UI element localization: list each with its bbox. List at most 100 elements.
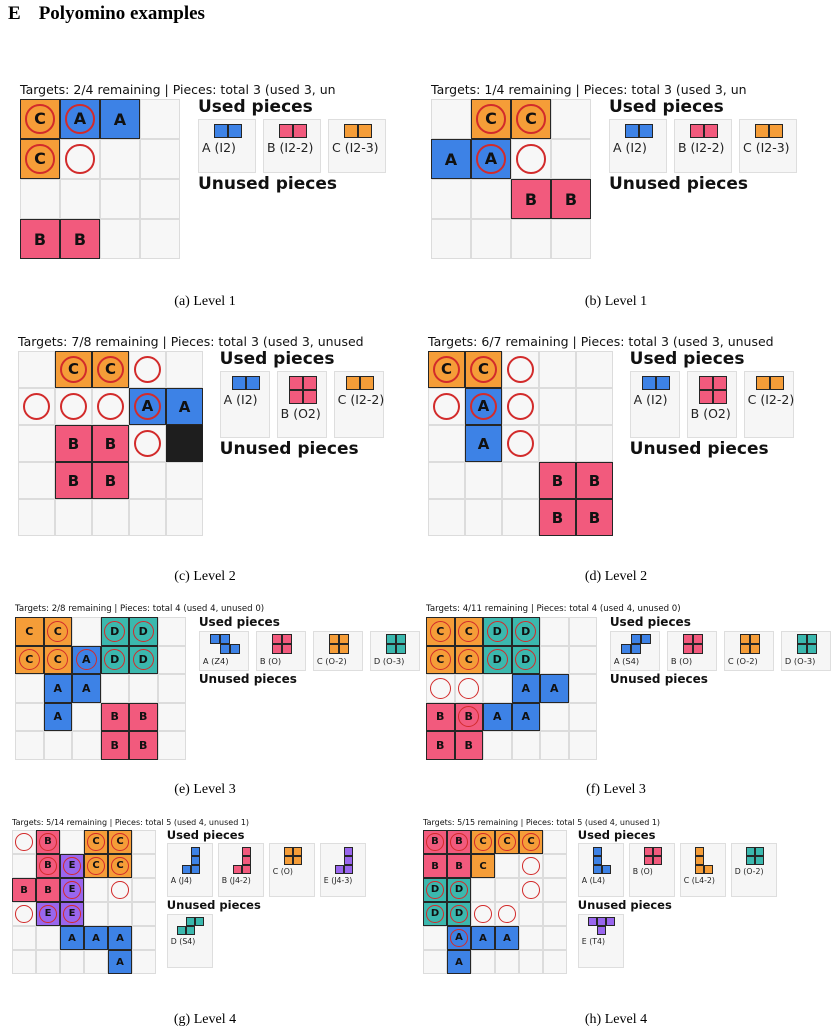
piece-shape (592, 846, 611, 874)
board-cell (12, 830, 36, 854)
piece-shape-cell (395, 634, 406, 645)
target-ring-icon: C (96, 355, 125, 384)
board-cell (543, 830, 567, 854)
board-cell (539, 351, 576, 388)
piece-shape-cell (302, 376, 317, 391)
piece-label: C (I2-2) (747, 392, 795, 408)
piece-cell: B (539, 499, 576, 536)
piece-shape-cell (293, 124, 307, 139)
target-ring-icon: A (476, 144, 506, 174)
target-ring-icon: E (63, 881, 81, 899)
board-cell (15, 731, 44, 760)
board-cell (132, 854, 156, 878)
piece-letter: E (68, 884, 76, 896)
piece-card: C (I2-2) (743, 371, 795, 439)
piece-letter: A (68, 932, 76, 944)
board-cell (495, 878, 519, 902)
target-ring-icon: B (39, 833, 57, 851)
subfigure-caption: (d) Level 2 (584, 569, 648, 584)
board-cell (495, 854, 519, 878)
target-ring-icon: A (469, 392, 498, 421)
piece-letter: C (527, 836, 535, 848)
piece-shape-cell (712, 390, 727, 405)
piece-cell: C (84, 830, 108, 854)
piece-letter: B (588, 508, 601, 527)
piece-cell: A (483, 702, 512, 731)
piece-card: A (S4) (609, 630, 660, 671)
piece-letter: B (44, 836, 52, 848)
target-ring-icon: C (47, 620, 69, 642)
board-cell (92, 499, 129, 536)
puzzle-panel: Targets: 5/14 remaining | Pieces: total … (12, 818, 394, 978)
piece-shape (334, 846, 353, 874)
target-ring-icon (429, 677, 451, 699)
puzzle-panel: Targets: 2/8 remaining | Pieces: total 4… (15, 604, 420, 764)
target-ring-icon: D (132, 649, 154, 671)
piece-shape-cell (281, 634, 292, 645)
piece-shape-cell (228, 124, 242, 139)
piece-cell: A (72, 645, 101, 674)
piece-cell: C (92, 351, 129, 388)
target-ring-icon (15, 905, 33, 923)
piece-shape-cell (643, 855, 653, 865)
board-cell (568, 674, 597, 703)
piece-label: C (O-2) (727, 656, 758, 667)
target-ring-icon: D (104, 620, 126, 642)
board-cell (100, 179, 140, 219)
piece-shape (279, 124, 307, 139)
piece-letter: B (44, 860, 52, 872)
piece-cell: B (55, 425, 92, 462)
piece-letter: C (92, 836, 100, 848)
piece-letter: D (138, 624, 148, 638)
piece-card: A (I2) (629, 371, 680, 439)
piece-shape (214, 124, 242, 139)
piece-label: A (I2) (223, 392, 258, 408)
board-cell (502, 462, 539, 499)
piece-shape-cell (271, 644, 282, 655)
board-cell (108, 902, 132, 926)
piece-cell: A (84, 926, 108, 950)
piece-cell: B (539, 462, 576, 499)
board-cell (471, 179, 511, 219)
target-ring-icon: C (469, 355, 498, 384)
piece-shape (641, 376, 670, 391)
piece-shape-cell (345, 376, 360, 391)
piece-shape-cell (652, 855, 662, 865)
piece-card: B (O2) (276, 371, 327, 439)
piece-label: E (T4) (581, 937, 606, 947)
piece-label: B (O) (632, 866, 653, 876)
board-cell (502, 388, 539, 425)
target-ring-icon: A (75, 649, 97, 671)
target-ring-icon: C (516, 104, 546, 134)
piece-letter: B (431, 836, 439, 848)
board-cell (132, 902, 156, 926)
target-ring-icon: D (450, 905, 468, 923)
piece-card: B (O2) (686, 371, 737, 439)
piece-letter: A (477, 397, 490, 416)
board-cell (431, 219, 471, 259)
puzzle-panel: Targets: 7/8 remaining | Pieces: total 3… (18, 334, 390, 540)
piece-label: B (O) (670, 656, 693, 667)
board-cell (495, 902, 519, 926)
piece-letter: B (588, 471, 601, 490)
piece-letter: A (444, 149, 458, 169)
piece-shape (745, 846, 764, 865)
board-cell (511, 139, 551, 179)
used-pieces-heading: Used pieces (609, 615, 691, 629)
piece-cell: A (100, 99, 140, 139)
target-ring-icon: C (87, 833, 105, 851)
piece-shape-cell (630, 634, 641, 645)
board-cell (18, 388, 55, 425)
piece-cell: E (60, 854, 84, 878)
piece-letter: B (455, 836, 463, 848)
subfigure-caption: (g) Level 4 (173, 1012, 237, 1027)
piece-shape (288, 376, 317, 405)
target-ring-icon: B (426, 833, 444, 851)
board-cell (55, 499, 92, 536)
piece-card: D (O-3) (780, 630, 831, 671)
